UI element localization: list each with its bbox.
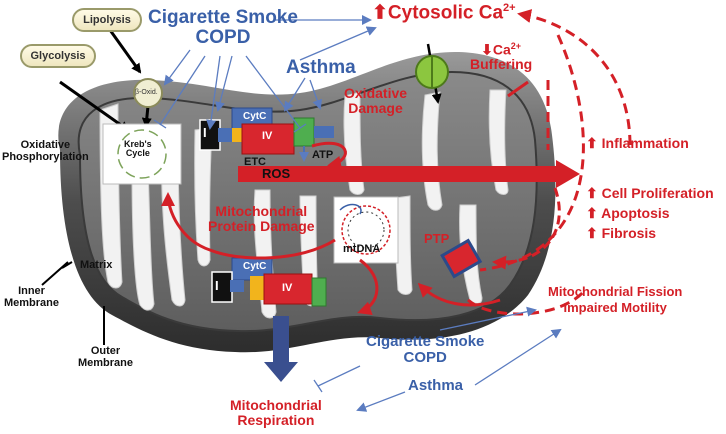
atp-label: ATP bbox=[312, 149, 334, 161]
inflammation-feedback-arrow bbox=[517, 9, 632, 146]
up-arrow-icon: ⬆ bbox=[372, 2, 388, 24]
glycolysis-arrow bbox=[59, 80, 130, 132]
top-blue-arrows bbox=[153, 15, 377, 133]
matrix-label: Matrix bbox=[80, 259, 113, 271]
beta-oxidation-label: β-Oxid. bbox=[135, 89, 158, 96]
up-arrow-icon: ⬆ bbox=[586, 185, 598, 201]
outer-membrane-label: Outer Membrane bbox=[78, 345, 134, 369]
protein-damage-label: Mitochondrial Protein Damage bbox=[208, 203, 315, 234]
beta-oxidation-circle bbox=[133, 78, 163, 108]
asthma-top-label: Asthma bbox=[286, 57, 356, 78]
up-arrow-icon: ⬆ bbox=[586, 205, 598, 221]
etc-upper bbox=[199, 107, 347, 170]
up-arrow-icon: ⬆ bbox=[586, 135, 598, 151]
mtdna-box bbox=[333, 196, 399, 264]
mitochondrial-respiration-label: Mitochondrial Respiration bbox=[230, 397, 322, 428]
ptp-to-fission-arrow bbox=[417, 282, 501, 307]
calcium-buffering-label: ⬇Ca2+ Buffering bbox=[470, 41, 533, 73]
ros-arrow-head bbox=[556, 160, 580, 188]
complex-one-upper-label: I bbox=[203, 125, 207, 140]
oxidative-damage-label: Oxidative Damage bbox=[344, 85, 408, 116]
cytosolic-calcium-label: ⬆Cytosolic Ca2+ bbox=[372, 2, 516, 24]
smoke-copd-bottom-label: Cigarette Smoke COPD bbox=[366, 333, 485, 366]
glycolysis-pill: Glycolysis bbox=[20, 44, 96, 68]
respiration-arrow-shaft bbox=[273, 316, 289, 364]
protein-damage-arrow bbox=[161, 192, 336, 260]
ptp-pore bbox=[440, 238, 483, 279]
complex-four-upper-label: IV bbox=[262, 130, 273, 142]
smoke-copd-top-label: Cigarette Smoke COPD bbox=[148, 7, 298, 48]
etc-label: ETC bbox=[244, 156, 266, 168]
krebs-cycle-label: Kreb's Cycle bbox=[124, 139, 152, 159]
ptp-label: PTP bbox=[424, 231, 450, 246]
apoptosis-label: ⬆ Apoptosis bbox=[586, 205, 670, 221]
complex-four-lower-label: IV bbox=[282, 282, 293, 294]
inflammation-label: ⬆ Inflammation bbox=[586, 135, 689, 151]
complex-one-lower-label: I bbox=[215, 278, 219, 293]
fission-motility-label: Mitochondrial Fission Impaired Motility bbox=[548, 284, 683, 316]
buffering-inhibit-bar bbox=[507, 80, 529, 98]
calcium-to-ptp-arrow bbox=[479, 34, 585, 272]
bottom-blue-arrows bbox=[313, 306, 562, 412]
oxidative-phosphorylation-label: Oxidative Phosphorylation bbox=[2, 139, 89, 163]
fission-arrow bbox=[466, 289, 587, 316]
lipolysis-pill: Lipolysis bbox=[72, 8, 142, 32]
ros-label: ROS bbox=[262, 166, 291, 181]
lipolysis-arrow bbox=[108, 29, 142, 74]
beta-ox-arrow bbox=[141, 105, 152, 128]
asthma-bottom-label: Asthma bbox=[408, 377, 464, 394]
inner-membrane-label: Inner Membrane bbox=[4, 285, 60, 309]
ros-arrow-shaft bbox=[238, 166, 558, 182]
respiration-arrow-head bbox=[264, 362, 298, 382]
down-arrow-icon: ⬇ bbox=[481, 41, 493, 58]
up-arrow-icon: ⬆ bbox=[586, 225, 598, 241]
mtdna-label: mtDNA bbox=[343, 243, 381, 255]
cytc-lower-label: CytC bbox=[243, 261, 267, 272]
inner-membrane-pointer bbox=[41, 261, 69, 286]
fibrosis-label: ⬆ Fibrosis bbox=[586, 225, 657, 241]
mtdna-damage-arrow bbox=[357, 258, 379, 315]
krebs-cycle-box bbox=[102, 123, 182, 185]
cytc-upper-label: CytC bbox=[243, 111, 267, 122]
cell-proliferation-label: ⬆ Cell Proliferation bbox=[586, 185, 714, 201]
